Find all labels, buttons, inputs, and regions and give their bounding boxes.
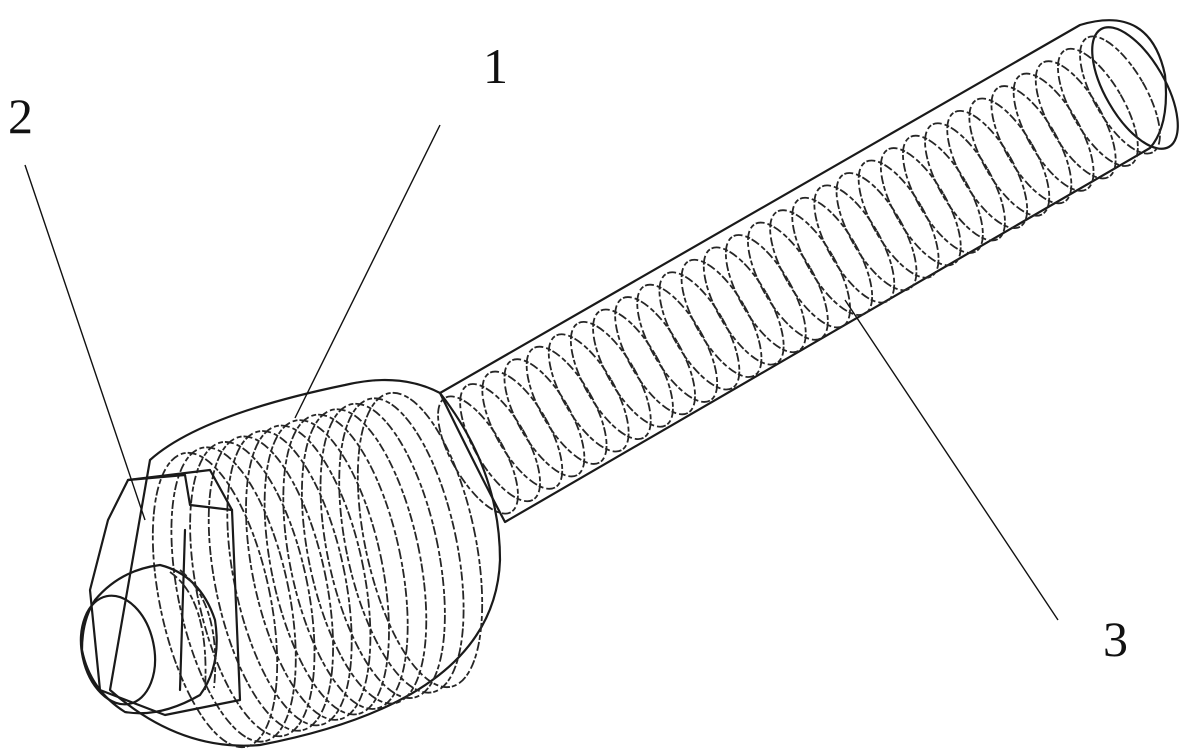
shank-thread-ring [835,172,918,292]
collar-thread-ring [207,435,334,732]
shank-thread-ring [747,221,829,341]
shank-thread-ring [525,345,608,465]
collar-thread-ring [301,408,428,705]
label-part-2: 2 [8,88,33,144]
shank-thread-ring [614,296,696,416]
shank-thread-ring [769,209,851,329]
shank-thread-ring [857,159,940,279]
collar-thread-ring [263,419,390,716]
leader-line-2 [24,164,146,521]
collar-thread-ring [170,446,297,743]
shank-thread-rings [437,35,1161,515]
hex-head [88,468,242,717]
collar-thread-ring [356,391,484,689]
collar-thread-ring [282,413,409,710]
leader-line-1 [294,124,441,419]
label-part-3: 3 [1103,611,1128,667]
shank-thread-ring [658,271,741,391]
threaded-shank [437,19,1179,524]
shank-thread-ring [791,196,874,316]
shank-thread-ring [946,109,1029,230]
shank-thread-ring [569,320,652,441]
collar-thread-ring [338,397,465,694]
front-pin [79,563,218,715]
collar-thread-ring [151,451,279,749]
shank-thread-ring [680,258,763,378]
shank-thread-ring [724,234,807,354]
shank-thread-ring [503,358,586,478]
leader-line-3 [844,299,1059,621]
collar-thread-ring [319,402,446,699]
shank-thread-ring [547,333,630,453]
shank-thread-ring [437,395,519,515]
collar-thread-rings [151,391,484,749]
shank-thread-ring [481,370,564,490]
shank-thread-ring [592,308,674,428]
collar-thread-ring [189,441,316,738]
shank-thread-ring [459,383,541,503]
collar-thread-ring [245,424,372,721]
shank-thread-ring [702,246,785,366]
shank-thread-ring [968,97,1051,217]
label-part-1: 1 [483,38,508,94]
shank-thread-ring [636,283,719,403]
shank-thread-ring [813,184,896,304]
shank-thread-ring [902,134,984,254]
shank-thread-ring [924,122,1006,242]
threaded-collar [108,378,502,749]
